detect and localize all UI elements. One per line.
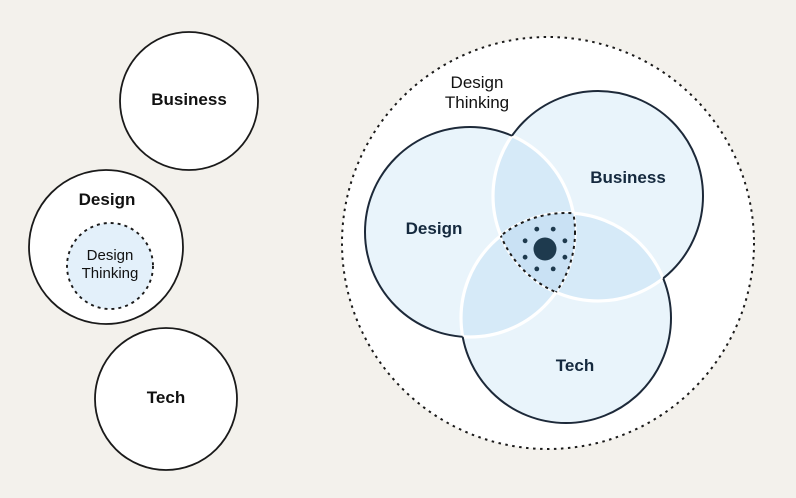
ring-dot	[522, 238, 528, 244]
center-dot-cluster	[522, 226, 568, 272]
right-design-thinking-label-line2: Thinking	[444, 93, 510, 112]
right-business-label: Business	[590, 168, 666, 187]
left-design-thinking-label-line2: Thinking	[81, 265, 139, 282]
left-design-thinking-label: Design Thinking	[82, 247, 139, 283]
right-tech-label: Tech	[555, 356, 595, 375]
right-design-thinking-label: Design Thinking	[445, 73, 509, 113]
left-design-label: Design	[78, 190, 136, 209]
ring-dot	[550, 266, 556, 272]
center-dot	[533, 237, 557, 261]
ring-dot	[534, 226, 540, 232]
left-tech-label: Tech	[146, 388, 186, 407]
triple-dash-business-arc	[492, 127, 575, 302]
ring-dot	[534, 266, 540, 272]
left-design-thinking-dotted-circle	[66, 222, 154, 310]
ring-dot	[562, 254, 568, 260]
left-tech-circle	[94, 327, 238, 471]
left-design-thinking-label-line1: Design	[86, 247, 134, 264]
ring-dot	[522, 254, 528, 260]
right-design-label: Design	[405, 219, 463, 238]
right-design-thinking-label-line1: Design	[450, 73, 504, 92]
triple-dash-tech-arc	[460, 212, 575, 337]
left-business-label: Business	[151, 90, 227, 109]
triple-dash-design-arc	[493, 126, 576, 301]
triple-intersection-dashed-outline	[460, 126, 576, 337]
ring-dot	[562, 238, 568, 244]
ring-dot	[550, 226, 556, 232]
left-business-circle	[119, 31, 259, 171]
